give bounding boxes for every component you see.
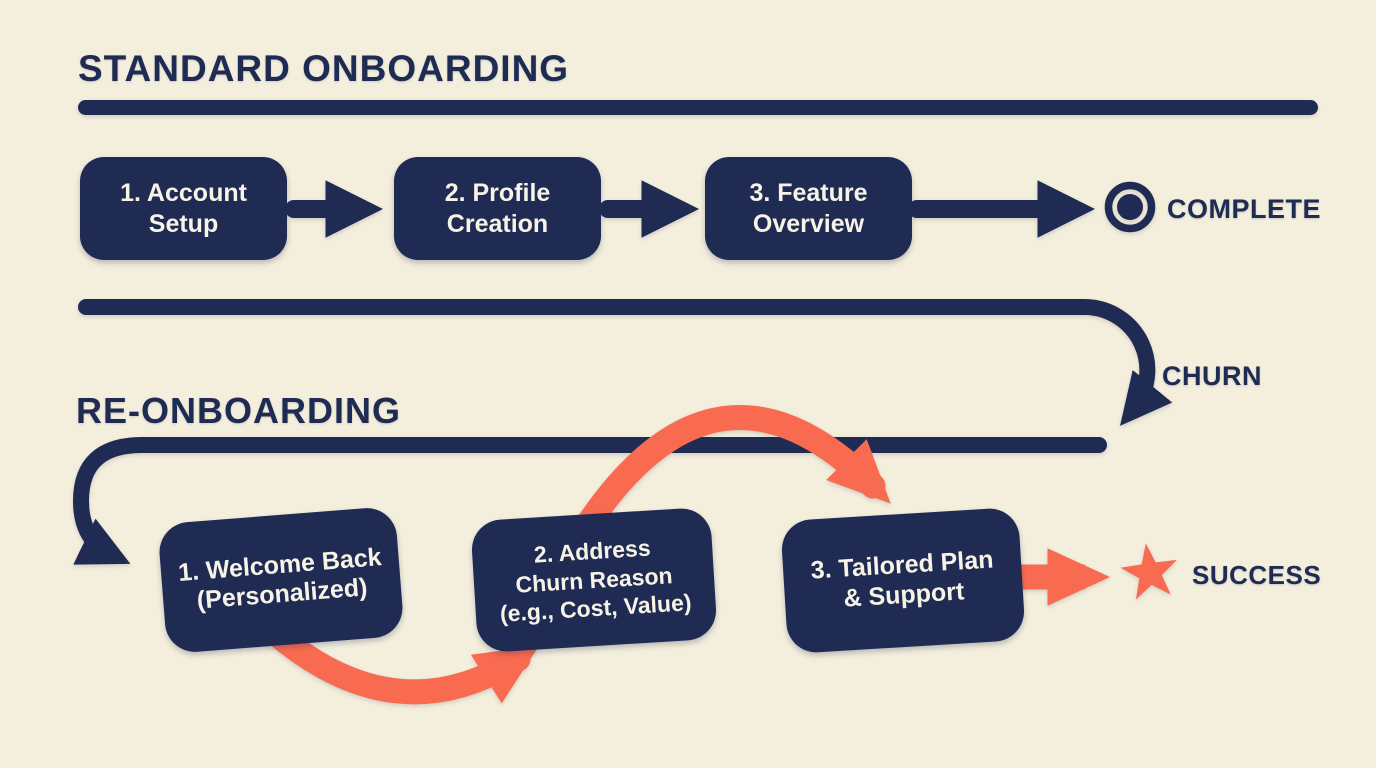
reonboarding-title: RE-ONBOARDING: [76, 390, 401, 431]
standard-step-box-account-setup: 1. Account Setup: [80, 157, 287, 260]
churn-label: CHURN: [1162, 361, 1262, 391]
success-star-icon: [1120, 543, 1177, 600]
standard-step-label-3: 3. Feature Overview: [749, 179, 868, 238]
success-label: SUCCESS: [1192, 560, 1322, 590]
complete-label: COMPLETE: [1167, 194, 1322, 224]
standard-underline-bar: [78, 100, 1318, 115]
reonboarding-step-box-address-churn: 2. Address Churn Reason (e.g., Cost, Val…: [470, 506, 718, 654]
complete-circle-icon: [1104, 181, 1156, 233]
reonboard-arc-step2-to-step3: [575, 404, 891, 537]
reonboard-arc-step1-to-step2: [259, 617, 540, 705]
standard-step-label-1: 1. Account Setup: [120, 179, 247, 238]
reonboarding-step-label-2: 2. Address Churn Reason (e.g., Cost, Val…: [499, 534, 693, 628]
reonboarding-step-box-tailored-plan: 3. Tailored Plan & Support: [780, 506, 1026, 655]
reonboarding-entry-line: [72, 437, 1107, 565]
standard-step-label-2: 2. Profile Creation: [444, 179, 551, 238]
standard-onboarding-title: STANDARD ONBOARDING: [78, 48, 570, 89]
churn-return-line: [78, 299, 1173, 426]
standard-step-box-feature-overview: 3. Feature Overview: [705, 157, 912, 260]
reonboarding-step-label-3: 3. Tailored Plan & Support: [809, 545, 995, 613]
standard-step-box-profile-creation: 2. Profile Creation: [394, 157, 601, 260]
reonboarding-step-box-welcome-back: 1. Welcome Back (Personalized): [157, 505, 405, 655]
reonboarding-step-label-1: 1. Welcome Back (Personalized): [177, 542, 383, 615]
